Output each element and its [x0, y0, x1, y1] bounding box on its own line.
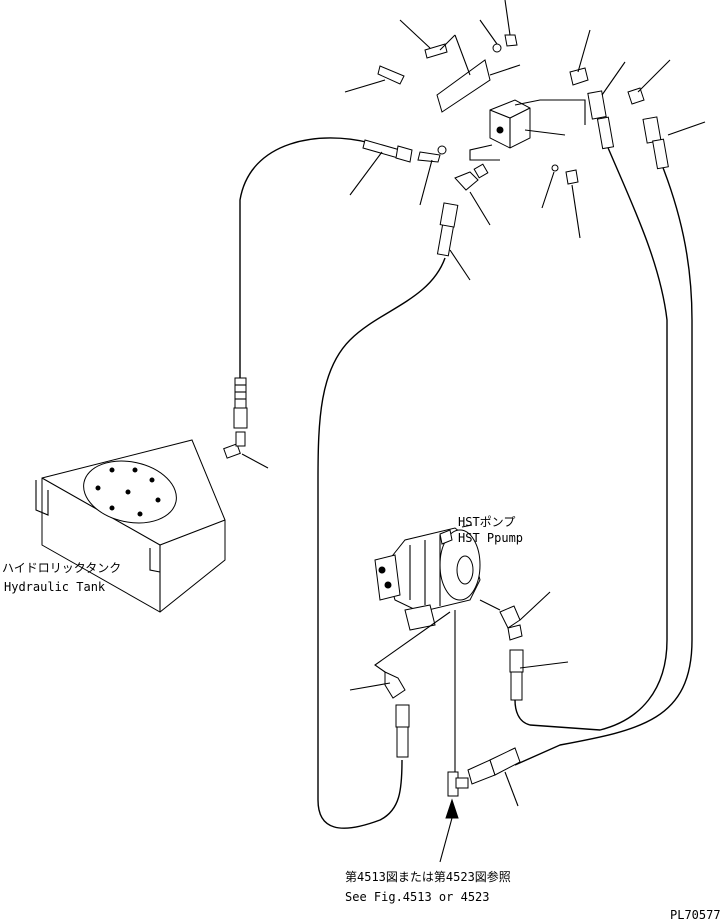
drawing-number: PL70577 — [670, 908, 721, 922]
hose-lines — [239, 137, 693, 829]
hydraulic-tank — [35, 377, 269, 613]
tank-label-en: Hydraulic Tank — [4, 580, 106, 594]
leader-lines-top — [344, 0, 706, 281]
valve-block-assembly — [362, 34, 669, 257]
reference-label-en: See Fig.4513 or 4523 — [345, 890, 490, 904]
hst-pump — [374, 527, 524, 863]
pump-label-jp: HSTポンプ — [458, 515, 515, 529]
tank-bolts — [95, 467, 161, 517]
leader-lines-bottom — [349, 524, 569, 807]
reference-label-jp: 第4513図または第4523図参照 — [345, 869, 511, 884]
pump-label-en: HST Ppump — [458, 531, 523, 545]
tank-label-jp: ハイドロリックタンク — [2, 561, 121, 575]
